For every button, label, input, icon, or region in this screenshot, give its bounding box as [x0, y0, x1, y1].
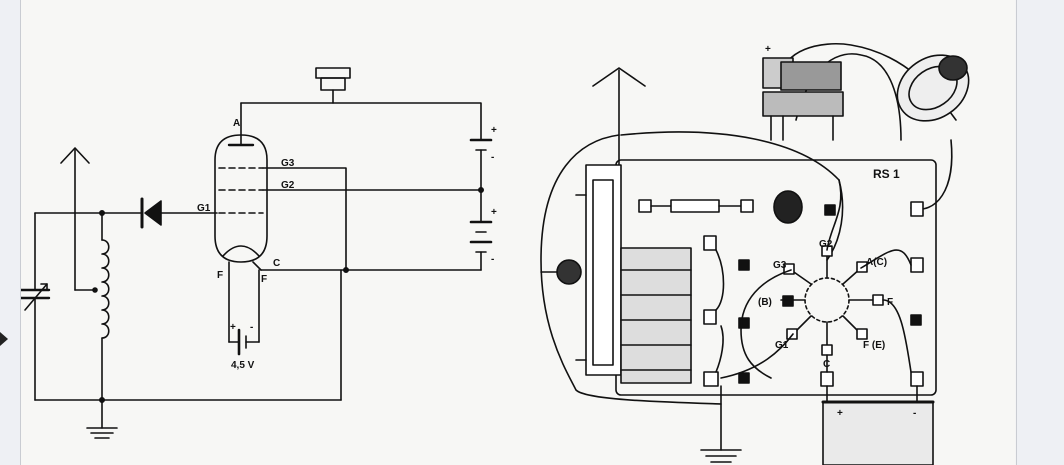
label-grid1: G1 [197, 203, 211, 214]
schematic-antenna-icon [60, 147, 90, 291]
label-filament-batt-minus: - [250, 322, 253, 333]
label-filament-2: F [261, 274, 267, 285]
headphones-icon [315, 67, 351, 104]
label-filament-batt-plus: + [230, 322, 236, 333]
board-hole [738, 259, 750, 271]
label-anode: A [233, 118, 240, 129]
label-wiring-batt-plus: + [837, 408, 843, 419]
right-panel-strip [1016, 0, 1064, 465]
terminal-clip [910, 257, 924, 273]
label-batt-minus-top: - [491, 152, 494, 163]
diagram-canvas: A G3 G2 G1 F F C + - + - + - 4,5 V RS 1 … [21, 42, 970, 465]
speaker-icon [896, 54, 970, 122]
label-socket-fe: F (E) [863, 340, 885, 351]
board-hole [910, 314, 922, 326]
left-panel-strip [0, 0, 21, 465]
wiring-ground-icon [700, 449, 742, 463]
vacuum-tube-icon [214, 102, 268, 343]
label-batt-plus-mid: + [491, 207, 497, 218]
label-phones-plus: + [765, 44, 771, 55]
board-screw [773, 190, 803, 224]
label-socket-g2: G2 [819, 239, 833, 250]
board-hole [782, 295, 794, 307]
diode-component-icon [638, 199, 754, 213]
label-batt-minus-mid: - [491, 254, 494, 265]
tuning-coil-icon [74, 212, 110, 401]
label-board-id: RS 1 [873, 167, 900, 181]
terminal-clip [703, 309, 717, 325]
label-socket-g1: G1 [775, 340, 789, 351]
wiring-battery-icon [821, 385, 935, 465]
label-socket-g3: G3 [773, 260, 787, 271]
label-socket-c: C [823, 359, 830, 370]
board-hole [824, 204, 836, 216]
terminal-clip [820, 371, 834, 387]
label-cathode: C [273, 258, 280, 269]
label-grid2: G2 [281, 180, 295, 191]
label-socket-ac: A(C) [866, 257, 887, 268]
ground-icon [86, 399, 118, 439]
capacitor-assembly-icon [540, 164, 622, 376]
label-batt-plus-top: + [491, 125, 497, 136]
terminal-clip [703, 371, 719, 387]
board-hole [738, 317, 750, 329]
label-filament: F [217, 270, 223, 281]
label-grid3: G3 [281, 158, 295, 169]
filament-battery-icon [228, 269, 260, 356]
label-wiring-batt-minus: - [913, 408, 916, 419]
variable-capacitor-icon [21, 212, 51, 401]
label-socket-b: (B) [758, 297, 772, 308]
previous-arrow-icon[interactable] [0, 332, 8, 346]
battery-icon [469, 138, 493, 271]
coil-assembly-icon [620, 247, 692, 384]
diode-icon [140, 197, 218, 229]
terminal-clip [910, 201, 924, 217]
terminal-clip [703, 235, 717, 251]
phones-jack-icon [762, 57, 844, 141]
label-filament-voltage: 4,5 V [231, 360, 255, 371]
label-socket-f: F [887, 297, 893, 308]
terminal-clip [910, 371, 924, 387]
diagram-page: A G3 G2 G1 F F C + - + - + - 4,5 V RS 1 … [21, 0, 1015, 465]
board-hole [738, 372, 750, 384]
